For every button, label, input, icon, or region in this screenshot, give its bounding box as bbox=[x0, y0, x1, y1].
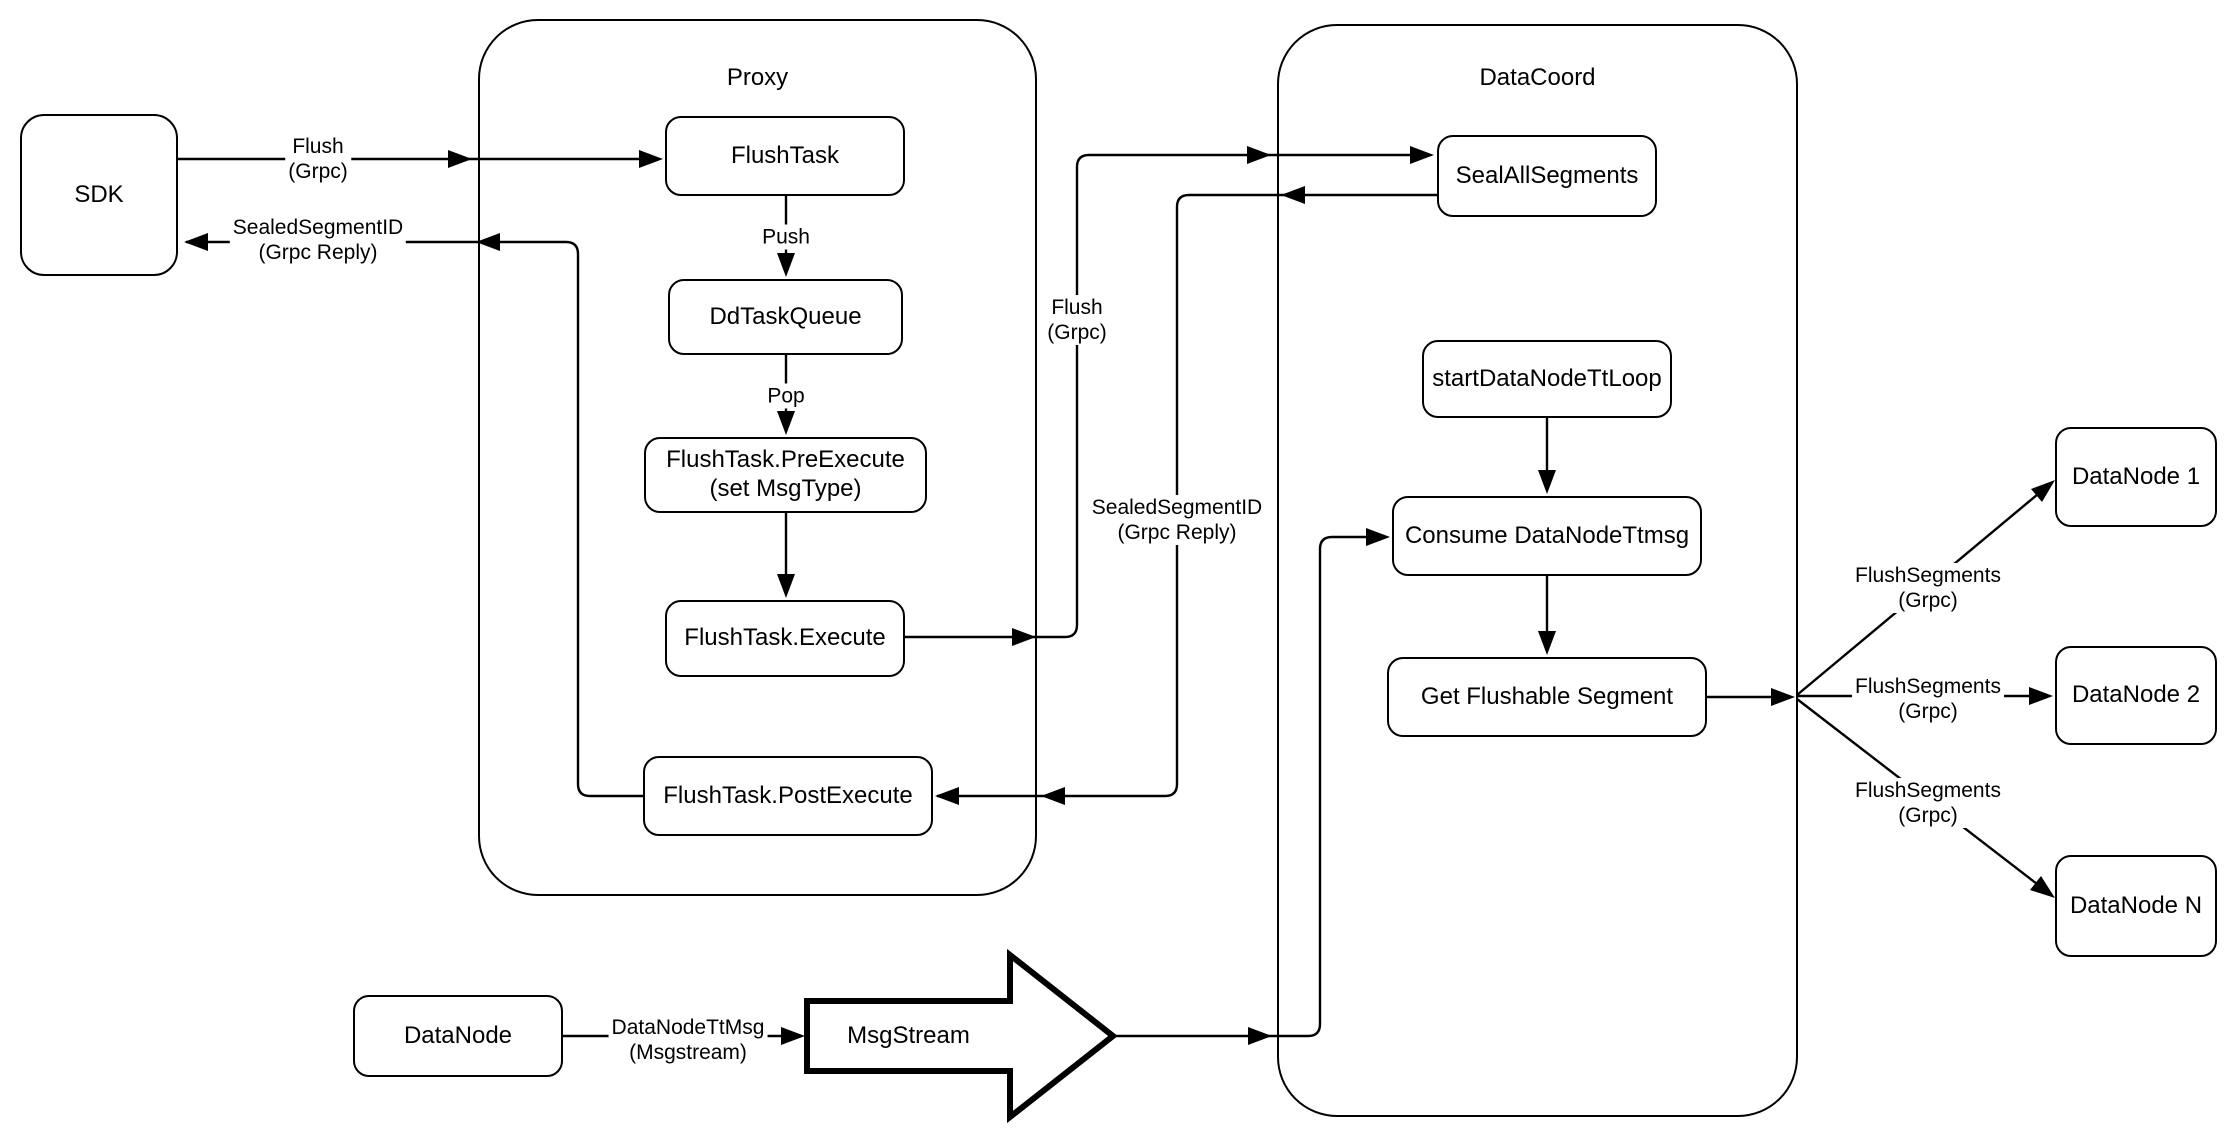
node-consume-datanodettmsg-label: Consume DataNodeTtmsg bbox=[1404, 521, 1690, 549]
edge-msgstream-to-consume[interactable] bbox=[1116, 528, 1390, 1045]
node-ddtaskqueue[interactable]: DdTaskQueue bbox=[668, 279, 903, 355]
edge-label-flushsegments-1[interactable]: FlushSegments (Grpc) bbox=[1852, 563, 2004, 613]
edge-label-line: (Grpc Reply) bbox=[258, 241, 378, 264]
node-flushtask[interactable]: FlushTask bbox=[665, 116, 905, 196]
node-flushtask-label: FlushTask bbox=[730, 141, 840, 169]
container-datacoord[interactable] bbox=[1277, 24, 1798, 1117]
edge-label-line: (Grpc) bbox=[1898, 589, 1958, 612]
node-consume-datanodettmsg[interactable]: Consume DataNodeTtmsg bbox=[1392, 496, 1702, 576]
edge-execute-to-sealallsegments[interactable] bbox=[905, 146, 1434, 646]
edge-label-line: (Msgstream) bbox=[629, 1041, 747, 1064]
node-postexecute-label: FlushTask.PostExecute bbox=[663, 781, 913, 809]
edge-label-sealedsegmentid-left[interactable]: SealedSegmentID (Grpc Reply) bbox=[229, 215, 407, 265]
node-get-flushable-segment-label: Get Flushable Segment bbox=[1420, 682, 1674, 710]
msgstream-block-arrow[interactable] bbox=[804, 948, 1118, 1124]
node-startdatanodettloop-label: startDataNodeTtLoop bbox=[1432, 364, 1662, 392]
edge-label-line: SealedSegmentID bbox=[1091, 496, 1263, 519]
edge-flush-sdk-to-flushtask[interactable] bbox=[178, 150, 663, 168]
edge-getflushable-to-fanpoint[interactable] bbox=[1707, 688, 1795, 706]
edge-label-datanodettmsg[interactable]: DataNodeTtMsg (Msgstream) bbox=[608, 1015, 768, 1065]
container-datacoord-title: DataCoord bbox=[1479, 64, 1596, 91]
msgstream-shape-label: MsgStream bbox=[807, 1001, 1010, 1071]
edge-label-line: FlushSegments bbox=[1855, 675, 2001, 698]
node-datanode-n-label: DataNode N bbox=[2069, 891, 2203, 919]
edge-label-line: DataNodeTtMsg bbox=[611, 1016, 765, 1039]
msgstream-text: MsgStream bbox=[847, 1022, 970, 1049]
node-datanode-source[interactable]: DataNode bbox=[353, 995, 563, 1077]
node-datanode-2-label: DataNode 2 bbox=[2071, 681, 2201, 709]
edge-label-line: Push bbox=[762, 225, 810, 249]
node-get-flushable-segment[interactable]: Get Flushable Segment bbox=[1387, 657, 1707, 737]
node-execute-label: FlushTask.Execute bbox=[684, 624, 886, 652]
node-preexecute[interactable]: FlushTask.PreExecute (set MsgType) bbox=[644, 437, 927, 513]
edge-label-flushsegments-2[interactable]: FlushSegments (Grpc) bbox=[1852, 674, 2004, 724]
container-proxy[interactable] bbox=[478, 19, 1037, 896]
node-execute[interactable]: FlushTask.Execute bbox=[665, 600, 905, 677]
edge-label-line: Flush bbox=[292, 135, 344, 158]
edge-label-line: (Grpc) bbox=[288, 160, 348, 183]
node-ddtaskqueue-label: DdTaskQueue bbox=[709, 302, 862, 330]
node-datanode-n[interactable]: DataNode N bbox=[2055, 855, 2217, 957]
node-sealallsegments[interactable]: SealAllSegments bbox=[1437, 135, 1657, 217]
edge-label-line: (Grpc Reply) bbox=[1117, 521, 1237, 544]
edge-label-line: Pop bbox=[767, 384, 805, 408]
edge-label-line: Flush bbox=[1051, 296, 1103, 319]
edge-label-sealedsegmentid-mid[interactable]: SealedSegmentID (Grpc Reply) bbox=[1088, 495, 1266, 545]
node-datanode-2[interactable]: DataNode 2 bbox=[2055, 646, 2217, 745]
node-sdk[interactable]: SDK bbox=[20, 114, 178, 276]
edge-label-line: FlushSegments bbox=[1855, 564, 2001, 587]
node-preexecute-line1: FlushTask.PreExecute bbox=[666, 446, 905, 474]
node-datanode-1-label: DataNode 1 bbox=[2071, 462, 2201, 490]
edge-consume-to-getflushable[interactable] bbox=[1538, 576, 1556, 655]
node-sdk-label: SDK bbox=[74, 180, 124, 208]
edge-postexecute-to-sdk[interactable] bbox=[184, 233, 643, 798]
node-postexecute[interactable]: FlushTask.PostExecute bbox=[643, 756, 933, 836]
node-datanode-source-label: DataNode bbox=[403, 1021, 513, 1049]
container-proxy-title: Proxy bbox=[726, 64, 789, 91]
edge-label-line: (Grpc) bbox=[1047, 321, 1107, 344]
node-sealallsegments-label: SealAllSegments bbox=[1455, 161, 1639, 189]
edge-preexecute-to-execute[interactable] bbox=[777, 513, 795, 598]
edge-label-flush-grpc-left[interactable]: Flush (Grpc) bbox=[285, 134, 351, 184]
edge-startloop-to-consume[interactable] bbox=[1538, 418, 1556, 494]
edge-label-line: SealedSegmentID bbox=[232, 216, 404, 239]
edge-label-line: (Grpc) bbox=[1898, 804, 1958, 827]
node-datanode-1[interactable]: DataNode 1 bbox=[2055, 427, 2217, 527]
edge-label-line: FlushSegments bbox=[1855, 779, 2001, 802]
edge-label-push[interactable]: Push bbox=[759, 224, 813, 250]
edge-label-flush-grpc-mid[interactable]: Flush (Grpc) bbox=[1044, 295, 1110, 345]
node-startdatanodettloop[interactable]: startDataNodeTtLoop bbox=[1422, 340, 1672, 418]
edge-label-line: (Grpc) bbox=[1898, 700, 1958, 723]
edge-label-flushsegments-3[interactable]: FlushSegments (Grpc) bbox=[1852, 778, 2004, 828]
edge-label-pop[interactable]: Pop bbox=[764, 383, 808, 409]
node-preexecute-line2: (set MsgType) bbox=[709, 475, 862, 502]
